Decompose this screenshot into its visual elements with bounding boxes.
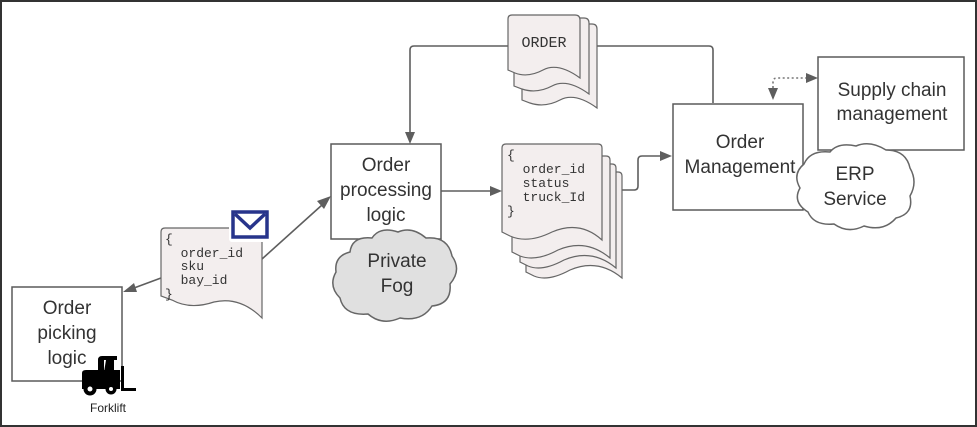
- pick-message-line-4: bay_id: [165, 273, 227, 288]
- arrowhead-order-management-top: [768, 88, 778, 100]
- status-message-line-5: }: [507, 204, 515, 219]
- forklift-mast: [121, 366, 124, 391]
- supply-chain-line-2: management: [837, 104, 949, 125]
- edge-status-to-order-management[interactable]: [601, 155, 660, 191]
- order-document-front: [507, 14, 581, 80]
- supply-chain-management-box: [817, 56, 965, 151]
- supply-chain-management-node[interactable]: Supply chain management: [817, 56, 965, 151]
- pick-message-line-2: order_id: [165, 246, 243, 261]
- order-picking-logic-line-2: picking: [37, 323, 96, 344]
- order-processing-logic-line-1: Order: [362, 155, 411, 176]
- status-message-line-3: status: [507, 176, 569, 191]
- private-fog-shape: [332, 229, 458, 322]
- edge-pick-message-to-processing[interactable]: [261, 204, 323, 260]
- order-picking-logic-line-1: Order: [43, 298, 92, 319]
- order-processing-logic-line-2: processing: [340, 180, 432, 201]
- erp-service-shape: [796, 143, 915, 231]
- forklift-label: Forklift: [90, 401, 127, 415]
- supply-chain-line-1: Supply chain: [838, 80, 947, 101]
- arrowhead-processing-top: [405, 132, 415, 144]
- forklift-forks: [121, 388, 136, 391]
- forklift-hub-front: [109, 387, 113, 391]
- private-fog-line-2: Fog: [381, 276, 414, 297]
- private-fog-line-1: Private: [367, 251, 426, 272]
- order-management-line-1: Order: [716, 132, 765, 153]
- pick-message-document[interactable]: { order_id sku bay_id }: [160, 227, 263, 320]
- arrowhead-supply-chain: [806, 73, 818, 83]
- erp-service-cloud[interactable]: ERP Service: [796, 143, 915, 231]
- status-message-line-4: truck_Id: [507, 190, 585, 205]
- erp-service-line-1: ERP: [835, 164, 874, 185]
- status-message-layer-1: [501, 143, 603, 242]
- pick-message-line-3: sku: [165, 259, 204, 274]
- arrowhead-picking: [123, 283, 137, 292]
- status-message-line-2: order_id: [507, 162, 585, 177]
- pick-message-line-1: {: [165, 232, 173, 247]
- arrowhead-processing-left: [317, 196, 331, 209]
- order-document-stack[interactable]: ORDER: [507, 14, 598, 110]
- order-processing-logic-line-3: logic: [366, 205, 405, 226]
- pick-message-line-5: }: [165, 287, 173, 302]
- edge-pick-message-to-picking[interactable]: [133, 277, 162, 289]
- order-picking-logic-line-3: logic: [47, 348, 86, 369]
- forklift-window-frame: [104, 360, 114, 372]
- edge-order-management-to-order-doc[interactable]: [596, 45, 714, 103]
- pick-message-shape: [160, 227, 263, 320]
- status-message-stack[interactable]: { order_id status truck_Id }: [501, 143, 623, 280]
- forklift-icon: Forklift: [82, 356, 136, 415]
- edge-order-management-supply-chain[interactable]: [772, 77, 806, 88]
- arrowhead-order-management: [660, 151, 672, 161]
- envelope-icon-flap: [233, 212, 267, 231]
- edge-order-doc-to-processing[interactable]: [409, 45, 508, 132]
- envelope-icon: [229, 208, 271, 242]
- order-processing-logic-box: [330, 143, 442, 240]
- erp-service-line-2: Service: [823, 189, 886, 210]
- status-message-line-1: {: [507, 148, 515, 163]
- order-document-label: ORDER: [521, 35, 566, 52]
- forklift-hub-rear: [87, 386, 93, 392]
- order-management-node[interactable]: Order Management: [672, 103, 804, 211]
- order-management-box: [672, 103, 804, 211]
- private-fog-cloud[interactable]: Private Fog: [332, 229, 458, 322]
- order-processing-logic-node[interactable]: Order processing logic: [330, 143, 442, 240]
- arrowhead-status: [490, 186, 502, 196]
- order-management-line-2: Management: [685, 157, 797, 178]
